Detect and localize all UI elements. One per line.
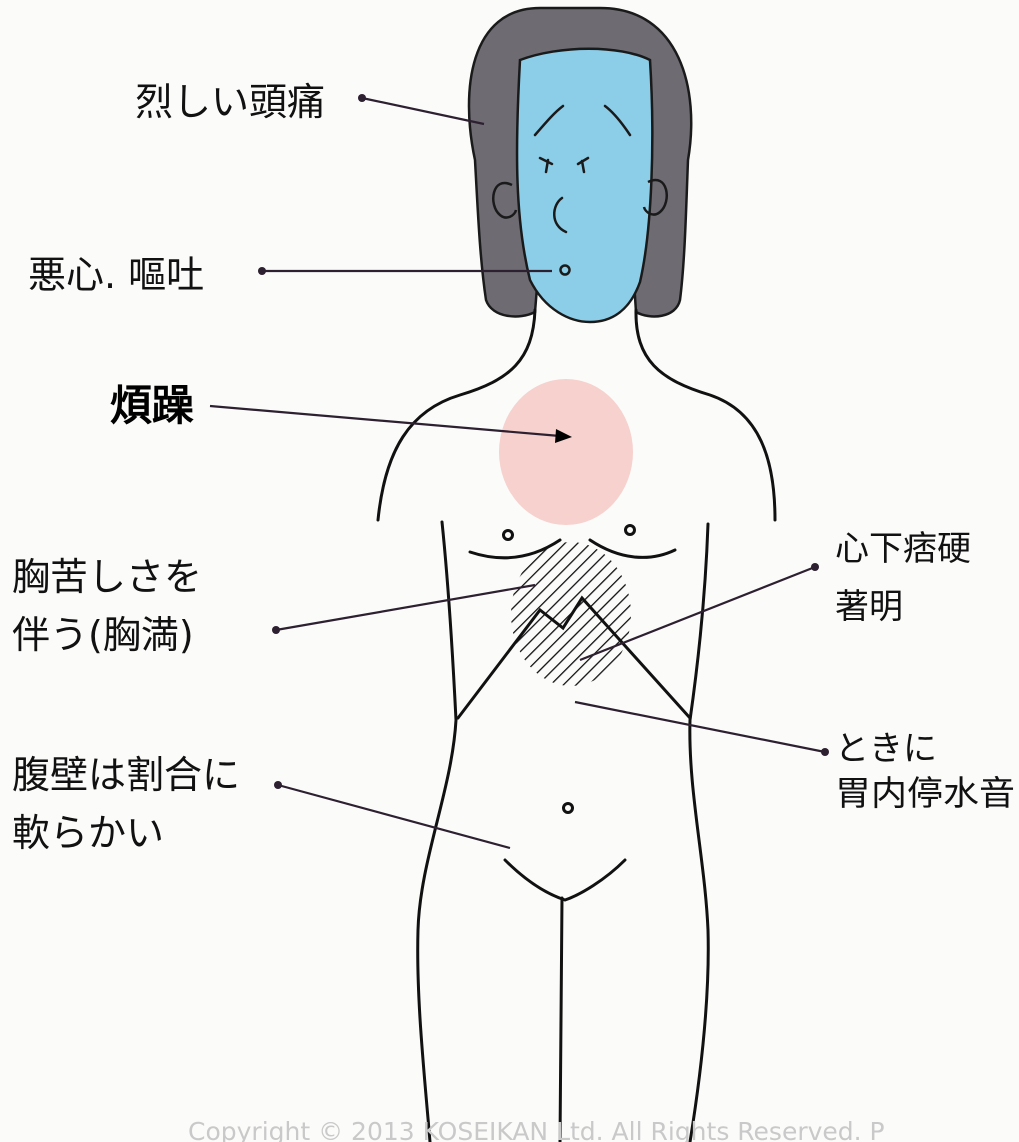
facial-features: [533, 104, 632, 276]
face: [515, 47, 654, 324]
label-splash-line2: 胃内停水音: [835, 774, 1015, 814]
label-chest-line2: 伴う(胸満): [12, 613, 194, 657]
leader-dots: [258, 94, 829, 789]
label-abdomen-line1: 腹壁は割合に: [12, 753, 240, 797]
body-outline: [376, 308, 777, 1142]
chest-irritability-zone: [499, 379, 633, 525]
label-epigastric-line2: 著明: [835, 587, 903, 627]
label-epigastric-line1: 心下痞硬: [835, 529, 971, 569]
left-ear: [492, 181, 518, 219]
leader-lines: [209, 96, 826, 850]
irritability-arrowhead: [555, 429, 572, 443]
label-nausea: 悪心. 嘔吐: [28, 253, 204, 297]
epigastric-hatched-area: [511, 542, 631, 686]
label-abdomen-line2: 軟らかい: [12, 811, 164, 855]
label-chest-line1: 胸苦しさを: [12, 555, 202, 599]
label-irritability: 煩躁: [110, 381, 194, 430]
right-ear: [642, 178, 668, 216]
label-splash-line1: ときに: [835, 729, 937, 769]
copyright-notice: Copyright © 2013 KOSEIKAN Ltd. All Right…: [188, 1117, 885, 1142]
label-headache: 烈しい頭痛: [135, 80, 325, 124]
